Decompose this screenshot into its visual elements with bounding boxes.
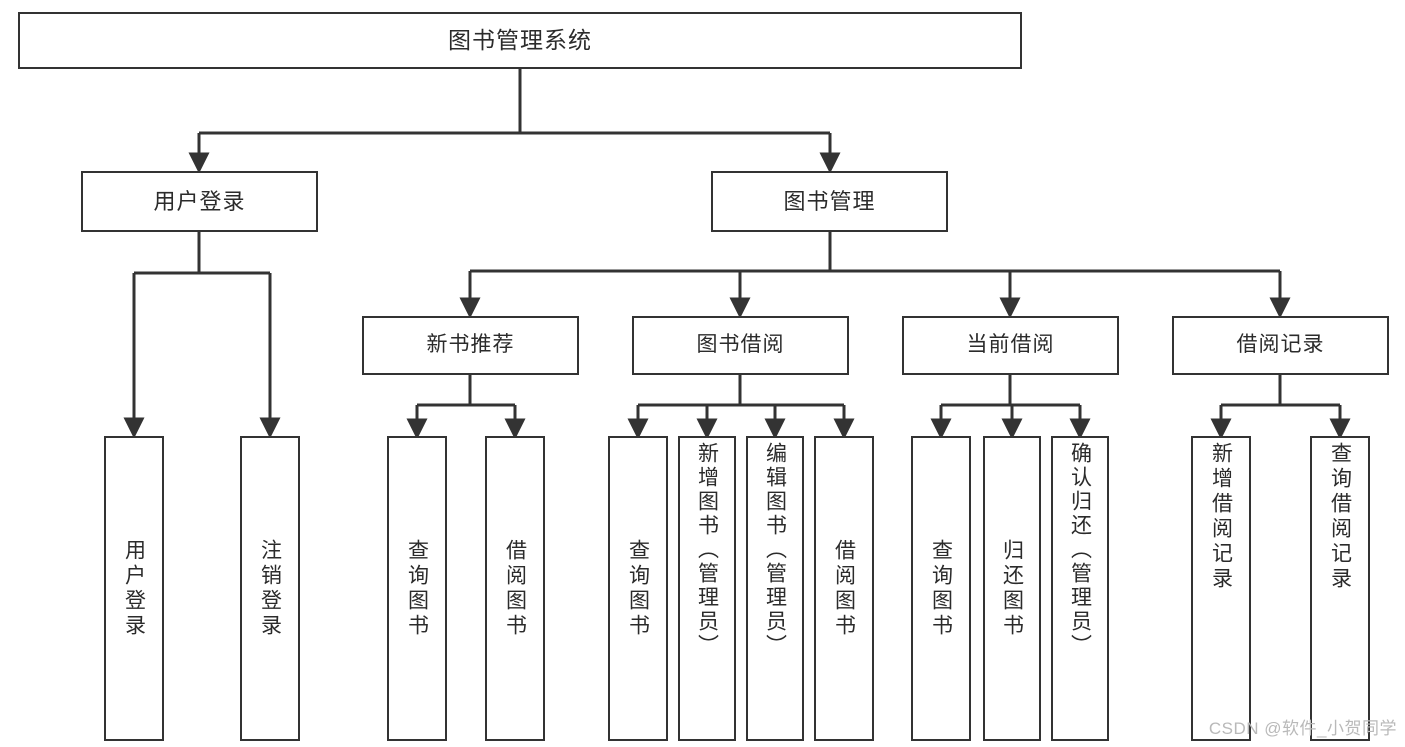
node-leaf-borrow-book-borrow[interactable]: 借阅图书 [814,436,874,741]
node-label: 新增图书（管理员） [695,442,719,658]
node-leaf-query-book-borrow[interactable]: 查询图书 [608,436,668,741]
node-label: 借阅图书 [832,538,856,639]
node-label: 借阅记录 [1236,333,1325,357]
node-user-login[interactable]: 用户登录 [81,171,318,232]
node-label: 新增借阅记录 [1209,442,1233,592]
node-leaf-query-book-current[interactable]: 查询图书 [911,436,971,741]
node-label: 借阅图书 [503,538,527,639]
node-label: 确认归还（管理员） [1068,442,1092,658]
node-leaf-add-borrow-record[interactable]: 新增借阅记录 [1191,436,1251,741]
node-leaf-borrow-book-recommend[interactable]: 借阅图书 [485,436,545,741]
node-label: 新书推荐 [426,333,515,357]
node-label: 图书借阅 [696,333,785,357]
node-leaf-edit-book-admin[interactable]: 编辑图书（管理员） [746,436,804,741]
node-leaf-add-book-admin[interactable]: 新增图书（管理员） [678,436,736,741]
node-label: 查询图书 [929,538,953,639]
node-label: 查询借阅记录 [1328,442,1352,592]
node-leaf-query-book-recommend[interactable]: 查询图书 [387,436,447,741]
node-label: 注销登录 [258,538,282,639]
node-book-management[interactable]: 图书管理 [711,171,948,232]
node-book-borrow[interactable]: 图书借阅 [632,316,849,375]
node-label: 归还图书 [1000,538,1024,639]
node-label: 用户登录 [122,538,146,639]
node-label: 图书管理系统 [448,27,592,54]
node-root-book-management-system[interactable]: 图书管理系统 [18,12,1022,69]
csdn-watermark: CSDN @软件_小贺同学 [1208,719,1397,738]
node-label: 查询图书 [626,538,650,639]
node-leaf-query-borrow-record[interactable]: 查询借阅记录 [1310,436,1370,741]
node-current-borrow[interactable]: 当前借阅 [902,316,1119,375]
node-label: 图书管理 [783,188,876,214]
node-label: 查询图书 [405,538,429,639]
node-label: 用户登录 [153,188,246,214]
node-leaf-confirm-return-admin[interactable]: 确认归还（管理员） [1051,436,1109,741]
node-leaf-logout[interactable]: 注销登录 [240,436,300,741]
node-new-book-recommend[interactable]: 新书推荐 [362,316,579,375]
node-leaf-user-login[interactable]: 用户登录 [104,436,164,741]
node-borrow-records[interactable]: 借阅记录 [1172,316,1389,375]
node-leaf-return-book[interactable]: 归还图书 [983,436,1041,741]
node-label: 编辑图书（管理员） [763,442,787,658]
node-label: 当前借阅 [966,333,1055,357]
